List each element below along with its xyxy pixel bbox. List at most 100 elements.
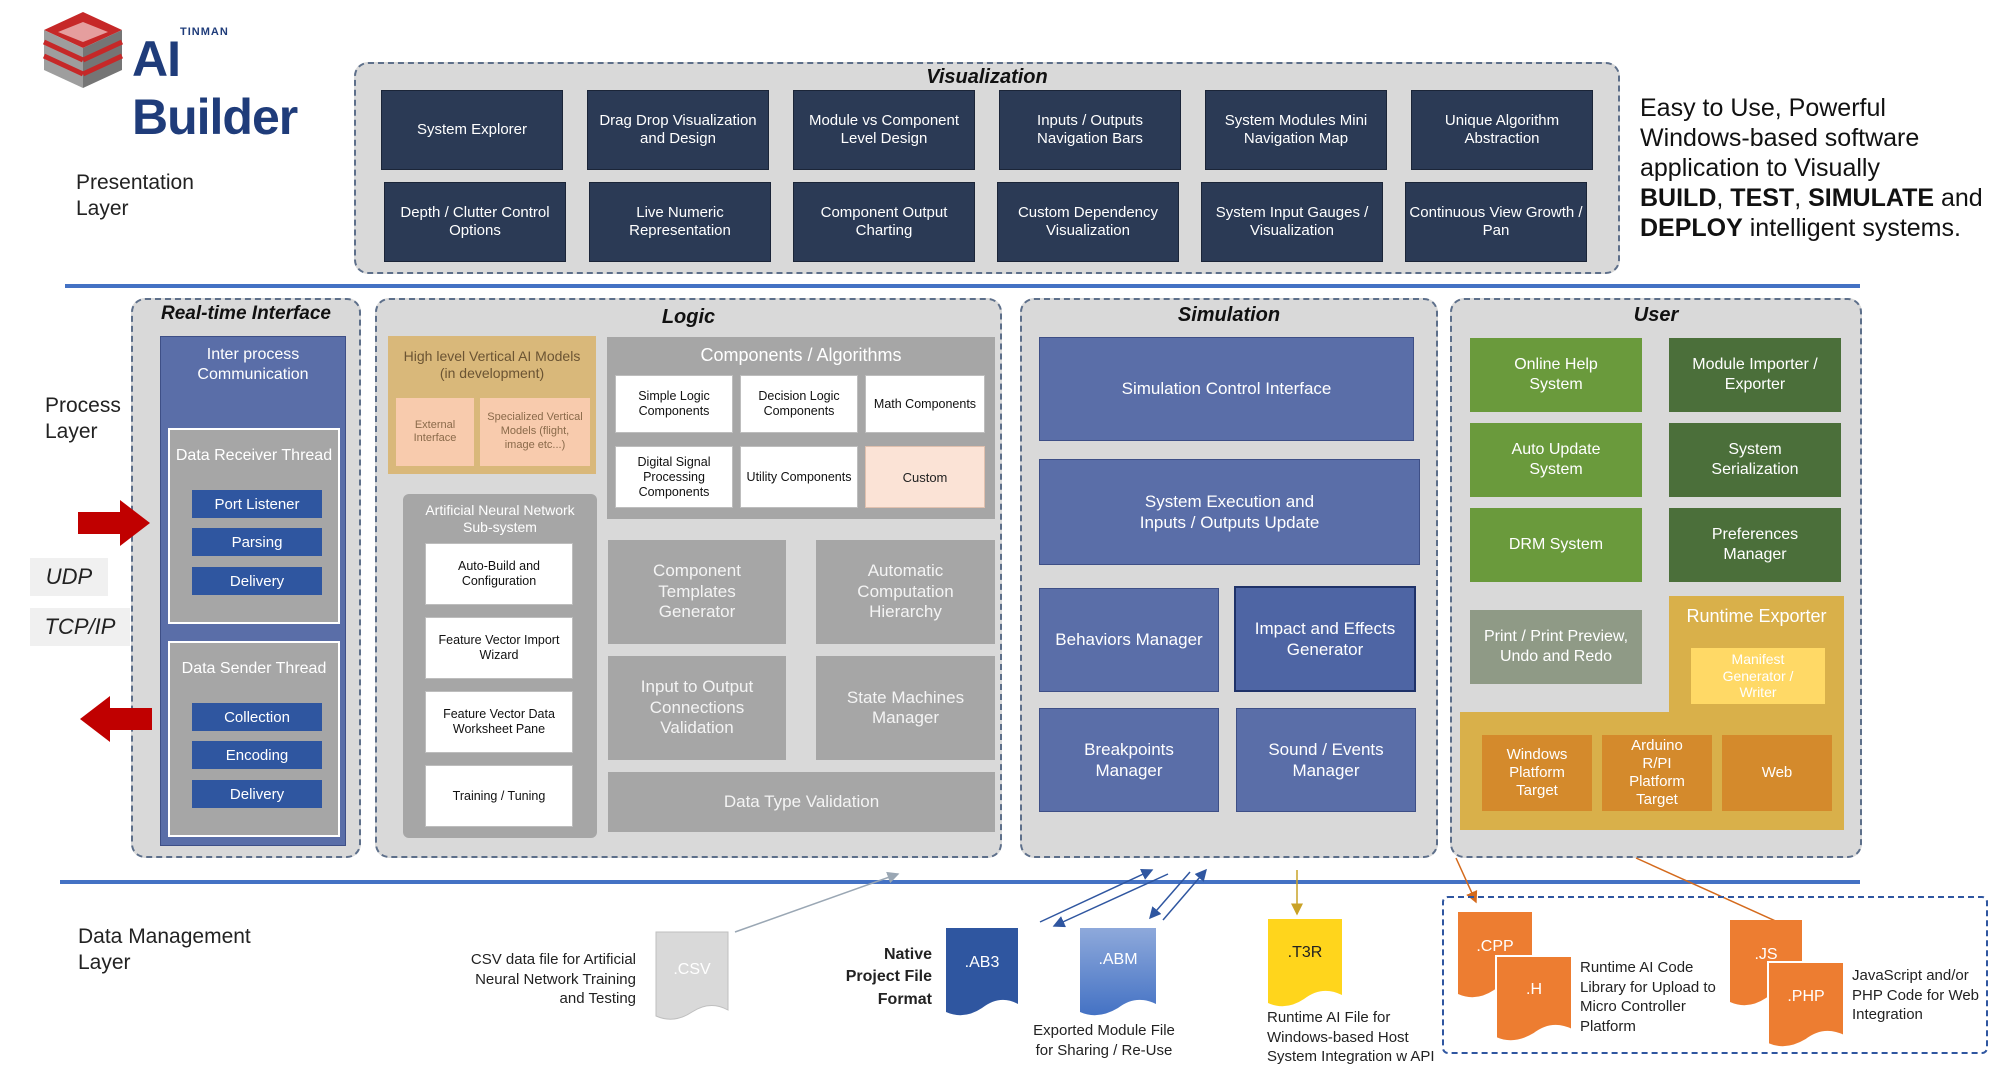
simulation-control-interface: Simulation Control Interface <box>1039 337 1414 441</box>
cpp-file-label: .CPP <box>1476 938 1514 955</box>
dsp-components: Digital Signal Processing Components <box>615 446 733 508</box>
data-management-layer-label: Data Management Layer <box>78 925 251 975</box>
behaviors-manager: Behaviors Manager <box>1039 588 1219 692</box>
encoding: Encoding <box>192 741 322 769</box>
viz-output-charting: Component Output Charting <box>793 182 975 262</box>
ann-subsystem-title: Artificial Neural Network Sub-system <box>425 502 575 535</box>
cpp-caption: Runtime AI Code Library for Upload to Mi… <box>1580 959 1716 1035</box>
csv-file-icon <box>655 931 729 1020</box>
tagline-line4: BUILD, TEST, SIMULATE and <box>1640 183 1990 213</box>
preferences-manager: Preferences Manager <box>1669 508 1841 582</box>
js-connector <box>1635 857 1802 934</box>
abm-connector-up <box>1162 868 1207 921</box>
data-type-validation: Data Type Validation <box>608 772 995 832</box>
drm-system: DRM System <box>1470 508 1642 582</box>
print-preview-undo-redo: Print / Print Preview, Undo and Redo <box>1470 610 1642 684</box>
ann-auto-build: Auto-Build and Configuration <box>425 543 573 605</box>
ab3-file-icon <box>946 928 1018 1016</box>
tagline-test: TEST <box>1730 184 1795 212</box>
php-file-icon <box>1767 961 1845 1049</box>
data-receiver-title: Data Receiver Thread <box>175 447 333 465</box>
tagline-comma: , <box>1716 184 1731 212</box>
breakpoints-manager: Breakpoints Manager <box>1039 708 1219 812</box>
impact-effects-generator: Impact and Effects Generator <box>1234 586 1416 692</box>
io-connections-validation: Input to Output Connections Validation <box>608 656 786 760</box>
receiver-delivery: Delivery <box>192 567 322 595</box>
process-layer-label: Process Layer <box>45 394 121 444</box>
php-file-label: .PHP <box>1787 988 1825 1005</box>
component-templates-generator: Component Templates Generator <box>608 540 786 644</box>
ab3-file-label: .AB3 <box>964 954 1000 971</box>
math-components: Math Components <box>865 375 985 433</box>
state-machines-manager: State Machines Manager <box>816 656 995 760</box>
visualization-title: Visualization <box>926 66 1048 88</box>
ab3-connector-up <box>1039 868 1154 923</box>
logic-title: Logic <box>661 306 716 328</box>
abm-file-label: .ABM <box>1098 951 1138 968</box>
viz-custom-dependency: Custom Dependency Visualization <box>997 182 1179 262</box>
tagline-line3: application to Visually <box>1640 154 1880 182</box>
logo-brand-small: TINMAN <box>180 26 229 38</box>
logo-brand: AI Builder <box>132 31 298 145</box>
viz-depth-clutter-control: Depth / Clutter Control Options <box>384 182 566 262</box>
collection: Collection <box>192 703 322 731</box>
web-platform-target: Web <box>1722 735 1832 811</box>
tagline-line2: Windows-based software <box>1640 124 1920 152</box>
js-file-label: .JS <box>1754 946 1778 963</box>
data-sender-title: Data Sender Thread <box>181 660 327 678</box>
viz-module-vs-component: Module vs Component Level Design <box>793 90 975 170</box>
h-file-icon <box>1495 955 1573 1043</box>
t3r-file-icon <box>1268 919 1342 1007</box>
viz-continuous-view: Continuous View Growth / Pan <box>1405 182 1587 262</box>
divider-bottom <box>60 880 1860 884</box>
ab3-connector-down <box>1052 873 1169 928</box>
tagline-build: BUILD <box>1640 184 1717 212</box>
viz-mini-navigation-map: System Modules Mini Navigation Map <box>1205 90 1387 170</box>
parsing: Parsing <box>192 528 322 556</box>
user-title: User <box>1633 304 1679 326</box>
port-listener: Port Listener <box>192 490 322 518</box>
simple-logic-components: Simple Logic Components <box>615 375 733 433</box>
ann-feature-vector-import: Feature Vector Import Wizard <box>425 617 573 679</box>
auto-update-system: Auto Update System <box>1470 423 1642 497</box>
tagline: Easy to Use, Powerful Windows-based soft… <box>1640 93 1990 243</box>
manifest-generator: Manifest Generator / Writer <box>1691 648 1825 704</box>
export-targets-region <box>1442 896 1988 1054</box>
abm-file-icon <box>1080 928 1156 1016</box>
module-importer-exporter: Module Importer / Exporter <box>1669 338 1841 412</box>
custom-components: Custom <box>865 446 985 508</box>
h-file-label: .H <box>1526 981 1542 998</box>
viz-system-explorer: System Explorer <box>381 90 563 170</box>
ann-feature-vector-worksheet: Feature Vector Data Worksheet Pane <box>425 691 573 753</box>
csv-caption: CSV data file for Artificial Neural Netw… <box>470 951 636 1007</box>
external-interface: External Interface <box>396 398 474 466</box>
system-execution: System Execution and Inputs / Outputs Up… <box>1039 459 1420 565</box>
csv-connector <box>734 871 900 933</box>
specialized-vertical-models: Specialized Vertical Models (flight, ima… <box>480 398 590 466</box>
tagline-comma: , <box>1794 184 1809 212</box>
simulation-title: Simulation <box>1177 304 1281 326</box>
js-caption: JavaScript and/or PHP Code for Web Integ… <box>1852 967 1980 1023</box>
viz-drag-drop: Drag Drop Visualization and Design <box>587 90 769 170</box>
runtime-exporter-title: Runtime Exporter <box>1686 605 1827 626</box>
udp-label: UDP <box>30 558 108 596</box>
sender-delivery: Delivery <box>192 780 322 808</box>
tagline-deploy: DEPLOY <box>1640 214 1743 242</box>
decision-logic-components: Decision Logic Components <box>740 375 858 433</box>
viz-live-numeric: Live Numeric Representation <box>589 182 771 262</box>
tagline-end: intelligent systems. <box>1742 214 1961 242</box>
tcp-ip-label: TCP/IP <box>30 608 130 646</box>
abm-connector-down <box>1149 871 1191 920</box>
windows-platform-target: Windows Platform Target <box>1482 735 1592 811</box>
online-help-system: Online Help System <box>1470 338 1642 412</box>
logo: TINMAN AI Builder <box>38 8 358 145</box>
viz-io-navigation-bars: Inputs / Outputs Navigation Bars <box>999 90 1181 170</box>
viz-algorithm-abstraction: Unique Algorithm Abstraction <box>1411 90 1593 170</box>
presentation-layer-label: Presentation Layer <box>76 171 194 221</box>
arduino-platform-target: Arduino R/PI Platform Target <box>1602 735 1712 811</box>
logo-cube-icon <box>42 12 124 88</box>
csv-file-label: .CSV <box>673 961 711 978</box>
realtime-interface-title: Real-time Interface <box>160 303 331 324</box>
high-level-ai-models-title: High level Vertical AI Models (in develo… <box>403 348 581 381</box>
